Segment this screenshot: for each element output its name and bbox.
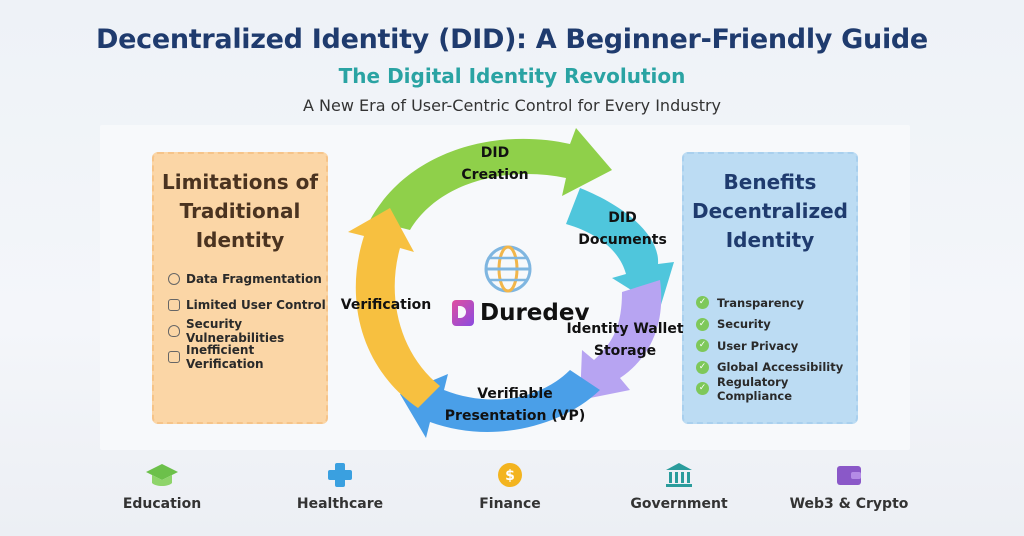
arrow-did-documents — [566, 188, 674, 308]
step-identity-wallet: Identity Wallet Storage — [566, 321, 684, 359]
list-item: Limited User Control — [168, 292, 326, 318]
industry-healthcare: Healthcare — [260, 460, 420, 512]
industry-government: Government — [599, 460, 759, 512]
step-verification: Verification — [340, 297, 432, 313]
medical-cross-icon — [328, 463, 352, 487]
security-icon — [168, 325, 180, 337]
limitations-title: Limitations of Traditional Identity — [161, 170, 319, 252]
check-icon: ✓ — [696, 382, 709, 396]
verification-icon — [168, 351, 180, 363]
brand-name: Duredev — [480, 300, 590, 326]
benefits-title: Benefits Decentralized Identity — [692, 170, 848, 252]
arrow-verification — [348, 208, 440, 408]
industry-education: Education — [82, 460, 242, 512]
brand: Duredev — [452, 300, 589, 326]
bank-building-icon — [666, 463, 692, 487]
list-item: ✓Regulatory Compliance — [696, 375, 856, 403]
step-did-documents: DID Documents — [578, 210, 667, 248]
graduation-cap-icon — [146, 464, 178, 486]
list-item: ✓User Privacy — [696, 335, 856, 357]
arrow-did-creation — [370, 128, 612, 230]
duredev-logo-icon — [452, 300, 474, 326]
list-item: ✓Security — [696, 314, 856, 336]
list-item: ✓Global Accessibility — [696, 357, 856, 379]
benefits-card: Benefits Decentralized Identity ✓Transpa… — [682, 152, 858, 424]
svg-text:$: $ — [505, 468, 515, 484]
arrow-verifiable-presentation — [400, 370, 600, 438]
fragment-icon — [168, 273, 180, 285]
list-item: Inefficient Verification — [168, 343, 326, 371]
list-item: Data Fragmentation — [168, 266, 326, 292]
limitations-card: Limitations of Traditional Identity Data… — [152, 152, 328, 424]
list-item: ✓Transparency — [696, 292, 856, 314]
check-icon: ✓ — [696, 296, 709, 310]
industry-web3-crypto: Web3 & Crypto — [769, 460, 929, 512]
page-subtitle: The Digital Identity Revolution — [338, 64, 686, 88]
arrow-identity-wallet — [580, 280, 662, 400]
check-icon: ✓ — [696, 360, 709, 374]
list-item: Security Vulnerabilities — [168, 317, 326, 345]
check-icon: ✓ — [696, 339, 709, 353]
benefits-list: ✓Transparency ✓Security ✓User Privacy ✓G… — [696, 292, 856, 403]
check-icon: ✓ — [696, 317, 709, 331]
step-did-creation: DID Creation — [461, 145, 529, 183]
globe-icon — [484, 245, 532, 293]
did-cycle-diagram — [348, 128, 674, 438]
step-verifiable-presentation: Verifiable Presentation (VP) — [444, 386, 586, 424]
control-icon — [168, 299, 180, 311]
page-tagline: A New Era of User-Centric Control for Ev… — [302, 96, 722, 115]
page-title: Decentralized Identity (DID): A Beginner… — [96, 24, 928, 55]
limitations-list: Data Fragmentation Limited User Control … — [168, 266, 326, 371]
wallet-icon — [837, 466, 861, 485]
industry-finance: $ Finance — [430, 460, 590, 512]
dollar-coin-icon: $ — [498, 463, 522, 487]
